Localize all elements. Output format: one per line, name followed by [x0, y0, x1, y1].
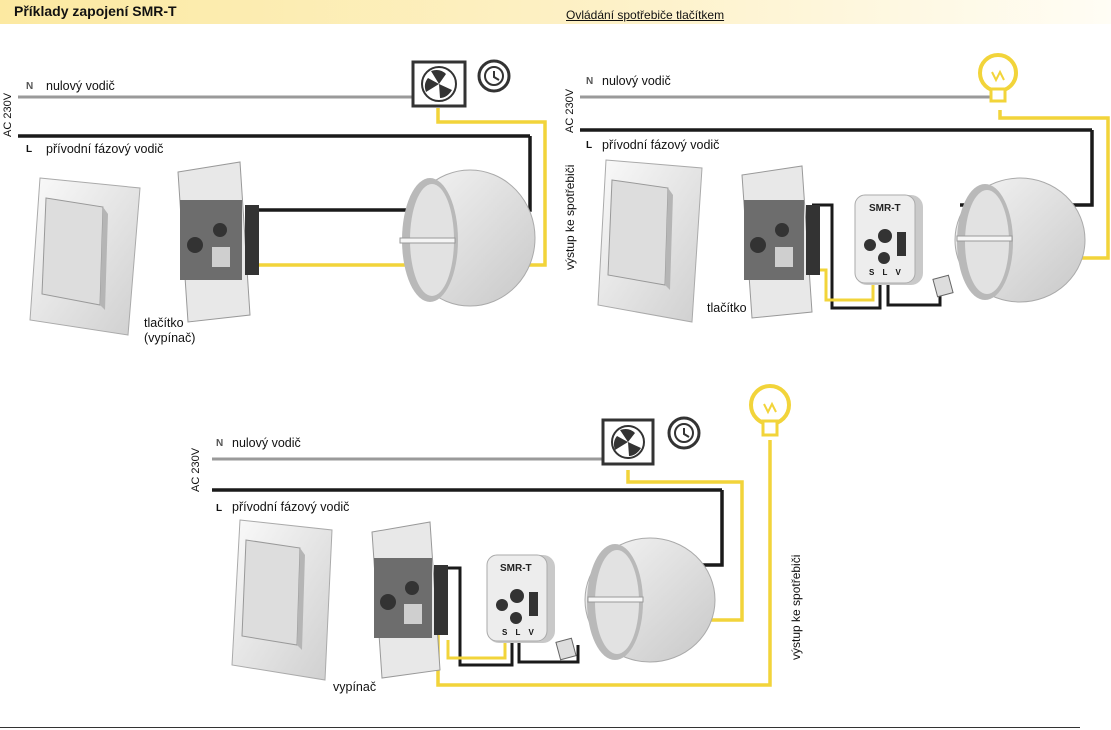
neutral-marker: N	[216, 438, 224, 449]
page-title: Příklady zapojení SMR-T	[14, 3, 177, 19]
phase-marker: L	[26, 144, 33, 155]
button-label: tlačítko	[144, 316, 184, 330]
voltage-label: AC 230V	[190, 447, 202, 492]
phase-label: přívodní fázový vodič	[232, 500, 350, 514]
voltage-label: AC 230V	[564, 88, 576, 133]
smr-t-module-icon	[486, 554, 577, 661]
module-label: SMR-T	[869, 203, 901, 214]
light-bulb-icon	[978, 53, 1018, 103]
neutral-label: nulový vodič	[232, 436, 301, 450]
fan-icon	[601, 418, 655, 466]
button-alt-label: (vypínač)	[144, 331, 196, 345]
button-label: tlačítko	[707, 301, 747, 315]
header-band	[0, 0, 1111, 24]
phase-marker: L	[586, 140, 593, 151]
smr-t-module-icon	[854, 194, 954, 298]
switch-plate-icon	[597, 159, 703, 323]
output-label: výstup ke spotřebiči	[563, 164, 577, 270]
terminal-labels: S L V	[869, 268, 904, 277]
diagram-3	[212, 384, 791, 687]
switch-mechanism-icon	[177, 161, 259, 323]
diagram-2	[580, 53, 1110, 323]
module-wire	[812, 268, 875, 302]
timer-icon	[477, 59, 511, 93]
junction-box-icon	[399, 169, 536, 307]
output-label: výstup ke spotřebiči	[789, 554, 803, 660]
switch-plate-icon	[231, 519, 333, 681]
phase-marker: L	[216, 503, 223, 514]
section-title: Ovládání spotřebiče tlačítkem	[566, 8, 725, 22]
neutral-marker: N	[26, 81, 34, 92]
light-bulb-icon	[749, 384, 791, 437]
phase-label: přívodní fázový vodič	[602, 138, 720, 152]
switch-mechanism-icon	[371, 521, 448, 679]
module-wire	[812, 203, 882, 310]
junction-box-icon	[584, 537, 716, 663]
neutral-label: nulový vodič	[46, 79, 115, 93]
fan-icon	[411, 60, 467, 108]
neutral-label: nulový vodič	[602, 74, 671, 88]
module-wire	[446, 640, 507, 660]
junction-box-icon	[954, 177, 1086, 303]
timer-icon	[667, 416, 701, 450]
phase-label: přívodní fázový vodič	[46, 142, 164, 156]
module-wire	[886, 282, 942, 307]
module-wire	[440, 566, 514, 667]
diagram-1	[18, 59, 547, 336]
module-wire	[517, 640, 580, 664]
terminal-labels: S L V	[502, 628, 537, 637]
switch-label: vypínač	[333, 680, 377, 694]
switch-mechanism-icon	[741, 165, 820, 319]
voltage-label: AC 230V	[2, 92, 14, 137]
bottom-rule	[0, 727, 1080, 728]
neutral-marker: N	[586, 76, 594, 87]
module-label: SMR-T	[500, 563, 532, 574]
switch-plate-icon	[29, 177, 141, 336]
